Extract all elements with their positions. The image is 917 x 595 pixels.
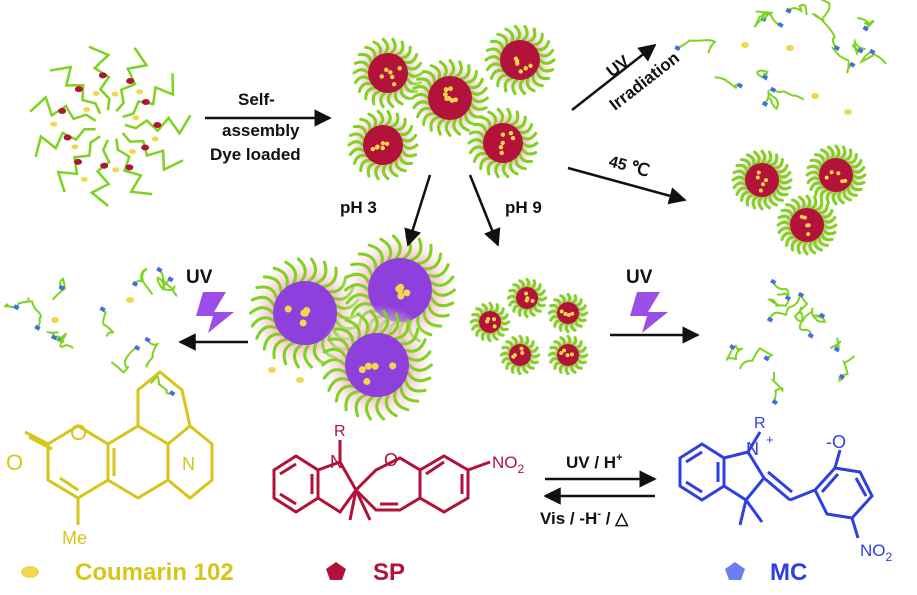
free-chains xyxy=(674,0,887,111)
dye-dot xyxy=(741,42,749,48)
label-uv-left: UV xyxy=(186,267,213,288)
sp-no2: NO2 xyxy=(492,453,525,476)
micelle xyxy=(465,105,541,181)
label-self: Self- xyxy=(238,90,275,109)
micelle xyxy=(345,107,421,183)
free-chains xyxy=(725,278,856,406)
micelle xyxy=(350,35,426,111)
label-temperature: 45 xyxy=(607,153,629,174)
dye-dot xyxy=(811,93,819,99)
sp-n: N xyxy=(330,452,343,472)
dye-dot xyxy=(126,297,134,303)
micelle xyxy=(803,142,869,208)
sp-o: O xyxy=(384,450,398,470)
micelle xyxy=(547,292,589,334)
mc-plus: + xyxy=(766,432,774,447)
legend-sp: SP xyxy=(373,559,405,586)
free-chain-group xyxy=(3,0,887,406)
unimer-star xyxy=(29,45,192,207)
label-uv-right: UV xyxy=(626,267,653,288)
dye-dot xyxy=(786,45,794,51)
micelle-group xyxy=(244,22,869,426)
micelle xyxy=(408,56,492,140)
label-degree-celsius: ℃ xyxy=(628,157,651,180)
micelle xyxy=(469,301,511,343)
coumarin-marker xyxy=(21,566,39,578)
coumarin-me: Me xyxy=(62,528,87,548)
micelle xyxy=(729,147,795,213)
label-uv-top: UV xyxy=(603,51,634,81)
coumarin-o-ring: O xyxy=(70,420,87,445)
micelle xyxy=(506,277,548,319)
label-reverse-condition: Vis / -H- / △ xyxy=(540,508,629,528)
sp-r: R xyxy=(334,423,346,440)
sp-structure xyxy=(272,440,491,521)
coumarin-102-structure xyxy=(24,370,214,525)
dye-dot xyxy=(51,317,59,323)
label-ph3: pH 3 xyxy=(340,198,377,217)
mc-structure xyxy=(678,431,874,539)
mc-r: R xyxy=(754,415,766,432)
dye-dot xyxy=(268,367,276,373)
free-chains xyxy=(3,266,178,397)
arrow-uv-irradiation xyxy=(571,43,657,111)
micelle xyxy=(316,304,438,426)
sp-marker xyxy=(326,562,346,580)
dye-dot xyxy=(844,109,852,115)
legend-coumarin: Coumarin 102 xyxy=(75,559,234,586)
lightning-icon xyxy=(196,292,234,333)
micelle xyxy=(482,22,558,98)
lightning-icon xyxy=(630,292,668,333)
mc-marker xyxy=(725,562,745,580)
mc-n: N xyxy=(746,439,759,459)
coumarin-n: N xyxy=(182,454,195,474)
micelle xyxy=(547,334,589,376)
mc-o-minus: -O xyxy=(826,432,846,452)
micelle xyxy=(499,334,541,376)
coumarin-o-carbonyl: O xyxy=(6,450,23,475)
label-assembly: assembly xyxy=(222,121,300,140)
arrow-45-celsius xyxy=(567,166,687,205)
mc-no2: NO2 xyxy=(860,541,893,564)
arrow-ph3 xyxy=(404,174,432,247)
legend-mc: MC xyxy=(770,559,807,586)
label-dye-loaded: Dye loaded xyxy=(210,145,301,164)
label-ph9: pH 9 xyxy=(505,198,542,217)
arrow-ph9 xyxy=(468,174,501,247)
label-forward-condition: UV / H+ xyxy=(566,452,623,472)
dye-dot xyxy=(296,377,304,383)
micelle xyxy=(774,192,840,258)
